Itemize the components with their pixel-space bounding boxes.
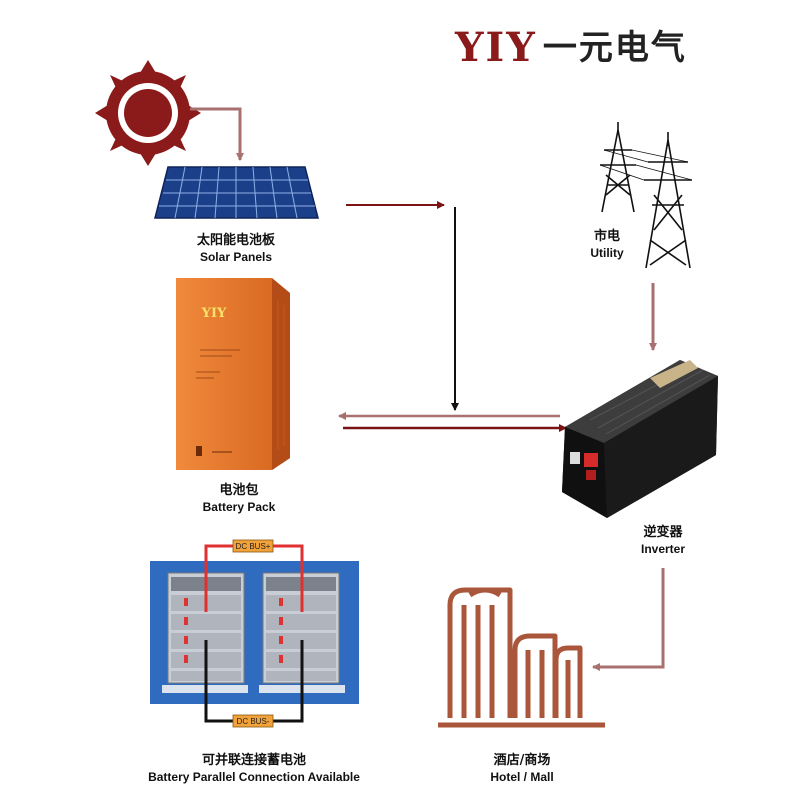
hotel-label-en: Hotel / Mall [490, 770, 554, 784]
sun-to-panel-arrow [190, 107, 244, 161]
hotel-label: 酒店/商场 Hotel / Mall [490, 752, 553, 785]
inverter-label: 逆变器 Inverter [641, 524, 685, 557]
solar-label-cn: 太阳能电池板 [196, 233, 276, 248]
parallel-label-cn: 可并联连接蓄电池 [201, 753, 307, 768]
hotel-label-cn: 酒店/商场 [493, 753, 551, 768]
logo-chinese: 一元电气 [542, 28, 687, 68]
dc-bus-positive-label: DC BUS+ [236, 542, 271, 551]
battery-pack-icon: YIY [176, 278, 290, 470]
battery-pack-label-cn: 电池包 [219, 483, 259, 498]
dc-bus-negative-tag [232, 714, 274, 728]
battery-rack-icon: DC BUS+ DC BUS- [150, 539, 359, 728]
solar-label-en: Solar Panels [199, 250, 273, 264]
solar-panel-icon [154, 166, 319, 219]
solar-label: 太阳能电池板 Solar Panels [197, 232, 275, 265]
battery-pack-label-en: Battery Pack [202, 500, 276, 514]
battery-pack-brand: YIY [201, 306, 227, 321]
parallel-label: 可并联连接蓄电池 Battery Parallel Connection Ava… [148, 752, 360, 785]
dc-bus-positive-tag [232, 539, 274, 553]
sun-icon [95, 60, 201, 166]
battery-pack-label: 电池包 Battery Pack [203, 482, 276, 515]
dc-bus-negative-label: DC BUS- [237, 717, 270, 726]
utility-label-cn: 市电 [593, 229, 620, 244]
utility-label-en: Utility [590, 246, 624, 260]
parallel-label-en: Battery Parallel Connection Available [148, 770, 360, 784]
inverter-icon [562, 360, 718, 518]
logo-brand: YIY [455, 24, 537, 71]
inverter-to-hotel-arrow [592, 568, 665, 671]
utility-tower-icon [599, 122, 693, 269]
inverter-label-en: Inverter [640, 542, 686, 556]
inverter-label-cn: 逆变器 [643, 525, 683, 540]
company-logo: YIY 一元电气 [455, 26, 687, 70]
hotel-building-icon [438, 587, 605, 728]
utility-label: 市电 Utility [590, 228, 623, 261]
